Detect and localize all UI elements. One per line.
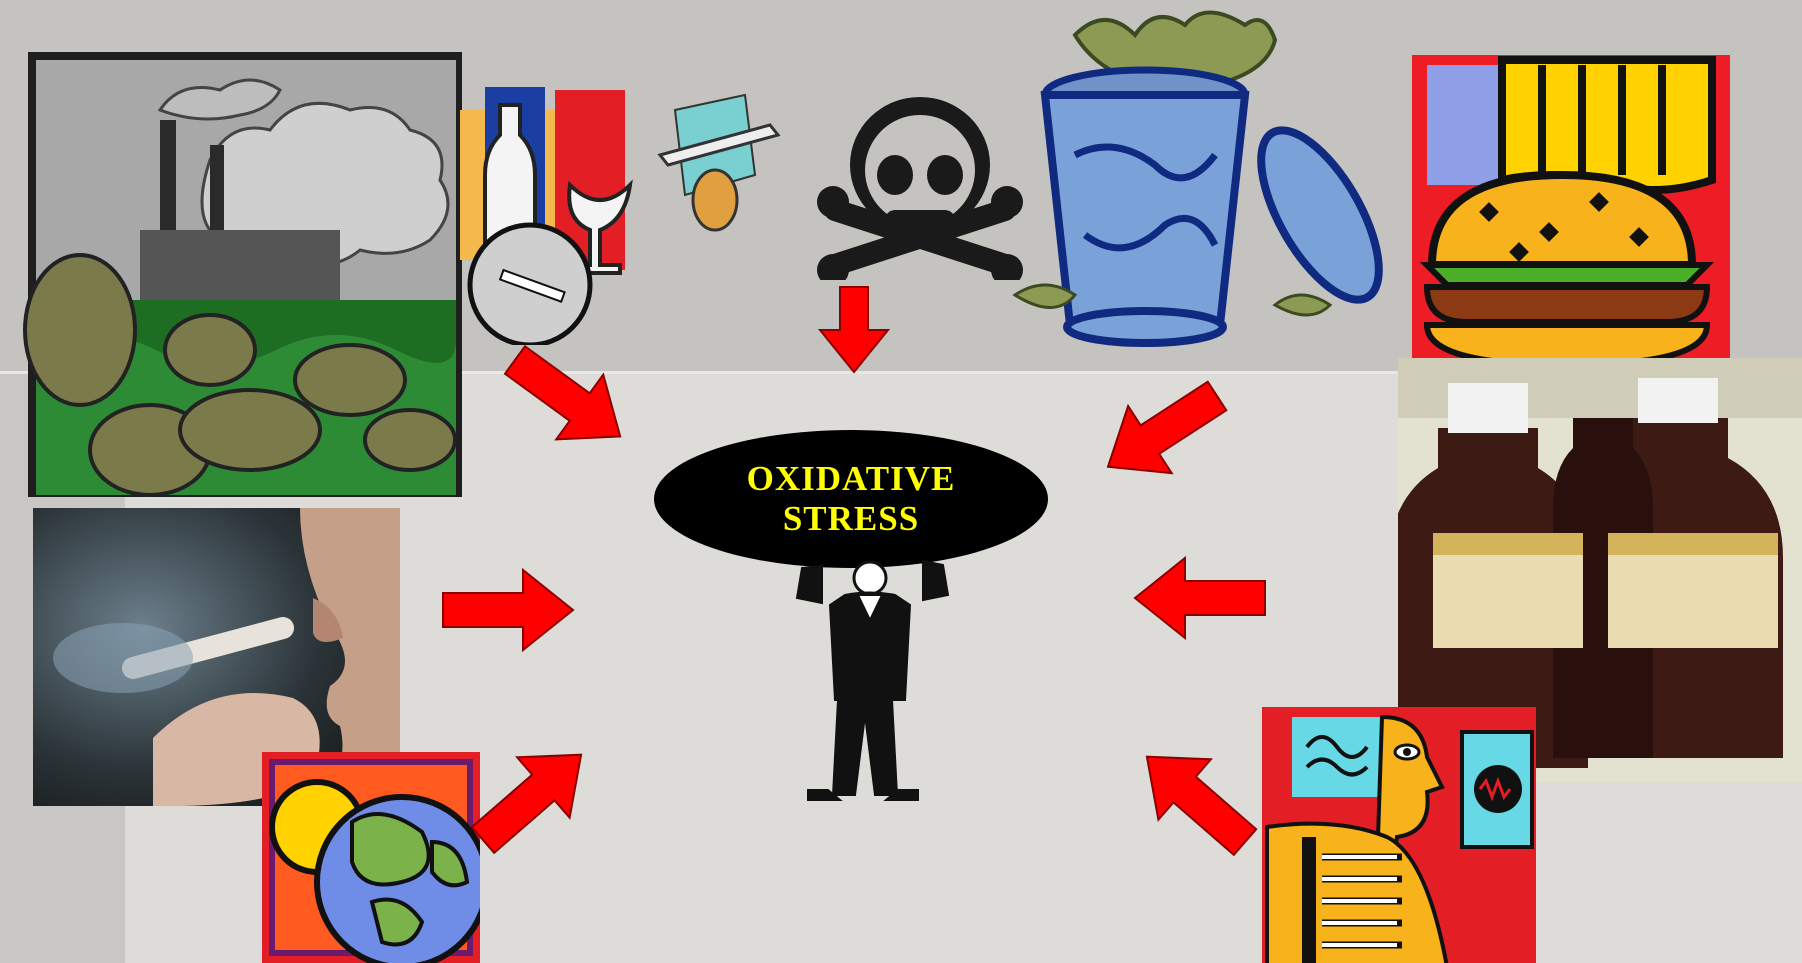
xray-person-icon [1262,707,1536,963]
background-divider [0,371,1802,374]
trash-can-icon [1005,5,1410,350]
arrow-middle-right [1134,557,1266,639]
arrow-bottom-right [1119,725,1273,874]
arrow-top-left [490,326,645,470]
factory-pollution-icon [10,50,465,505]
man-holding-icon [795,559,950,801]
smoking-photo-icon [33,508,400,806]
globe-sun-icon [262,752,480,963]
oxidative-stress-ellipse [654,430,1048,568]
alcohol-tobacco-drugs-icon [455,85,825,345]
arrow-middle-left [442,569,574,651]
skull-crossbones-icon [815,90,1025,280]
arrow-top-center [817,286,891,374]
arrow-top-right [1085,361,1240,502]
arrow-bottom-left [455,723,609,872]
